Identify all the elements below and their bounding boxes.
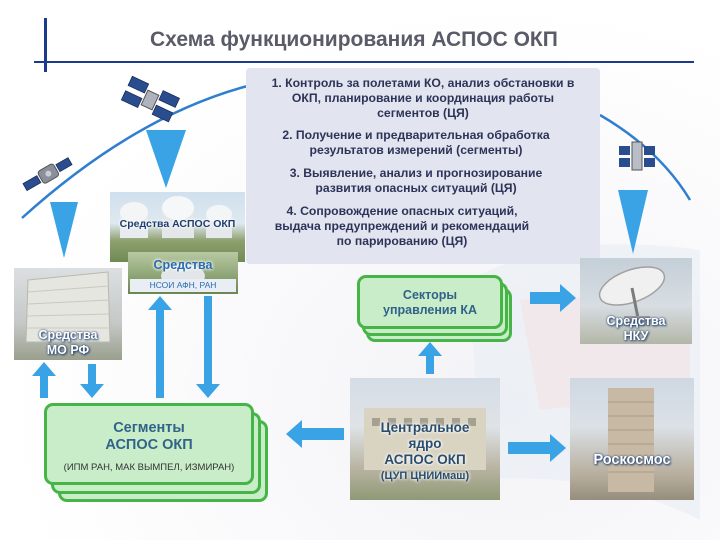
task-1-line-1: 1. Контроль за полетами КО, анализ обста…: [271, 76, 575, 90]
roscosmos-label: Роскосмос: [593, 452, 671, 468]
mo-rf-label-line-1: Средства: [38, 328, 98, 342]
mo-rf-label: Средства МО РФ: [14, 328, 122, 358]
arrow-up-mo-icon: [32, 362, 56, 398]
arrow-up-sectors-icon: [418, 342, 442, 374]
segments-organizations: (ИПМ РАН, МАК ВЫМПЕЛ, ИЗМИРАН): [63, 462, 235, 473]
sectors-label-line-2: управления КА: [383, 303, 477, 317]
header-accent-bar: [44, 18, 47, 72]
arrow-up-nsoi-icon: [148, 296, 172, 398]
arrow-down-nsoi-icon: [196, 296, 220, 398]
nku-label: Средства НКУ: [580, 314, 692, 344]
beam-center-icon: [146, 130, 186, 188]
sredstva-label: Средства: [153, 258, 213, 272]
beam-left-icon: [50, 202, 78, 258]
central-core-photo: Центральное ядро АСПОС ОКП (ЦУП ЦНИИмаш): [350, 378, 500, 500]
arrow-left-segments-icon: [286, 420, 344, 448]
arrow-right-roscosmos-icon: [508, 434, 566, 462]
arrow-down-mo-icon: [80, 364, 104, 398]
nku-photo: Средства НКУ: [580, 258, 692, 344]
aspos-facility-photo: Средства АСПОС ОКП: [110, 192, 245, 262]
antenna-dish-icon: [598, 266, 666, 326]
segments-label-line-2: АСПОС ОКП: [105, 437, 193, 453]
mo-rf-label-line-2: МО РФ: [46, 343, 90, 357]
central-core-line-3: АСПОС ОКП: [384, 452, 466, 467]
nku-label-line-1: Средства: [606, 314, 666, 328]
satellite-left-icon: [22, 157, 73, 192]
sectors-label-line-1: Секторы: [402, 288, 458, 302]
tower-building-icon: [608, 388, 654, 492]
satellite-right-icon: [619, 141, 655, 171]
nku-label-line-2: НКУ: [623, 329, 649, 343]
task-3-line-1: 3. Выявление, анализ и прогнозирование: [289, 166, 543, 180]
radar-building-icon: [25, 271, 111, 343]
segments-box: Сегменты АСПОС ОКП (ИПМ РАН, МАК ВЫМПЕЛ,…: [44, 403, 254, 485]
arrow-right-nku-icon: [530, 284, 576, 312]
central-core-label: Центральное ядро АСПОС ОКП (ЦУП ЦНИИмаш): [350, 420, 500, 484]
sectors-box: Секторы управления КА: [357, 275, 503, 329]
task-3: 3. Выявление, анализ и прогнозирование р…: [246, 166, 586, 196]
aspos-facility-label: Средства АСПОС ОКП: [119, 218, 236, 230]
task-4: 4. Сопровождение опасных ситуаций, выдач…: [232, 204, 572, 249]
task-2: 2. Получение и предварительная обработка…: [246, 128, 586, 158]
task-3-line-2: развития опасных ситуаций (ЦЯ): [315, 181, 517, 195]
beam-right-icon: [618, 190, 648, 254]
tasks-panel: 1. Контроль за полетами КО, анализ обста…: [246, 68, 600, 264]
task-1-line-2: ОКП, планирование и координация работы: [291, 91, 555, 105]
mo-rf-photo: Средства МО РФ: [14, 268, 122, 360]
task-1: 1. Контроль за полетами КО, анализ обста…: [246, 76, 600, 121]
task-2-line-2: результатов измерений (сегменты): [309, 143, 523, 157]
roscosmos-photo: Роскосмос: [570, 378, 694, 500]
task-4-line-2: выдача предупреждений и рекомендаций: [274, 219, 530, 233]
central-core-line-1: Центральное: [380, 420, 470, 435]
central-core-line-4: (ЦУП ЦНИИмаш): [380, 470, 470, 482]
task-2-line-1: 2. Получение и предварительная обработка: [282, 128, 550, 142]
segments-label-line-1: Сегменты: [113, 420, 185, 436]
satellite-center-icon: [120, 75, 180, 123]
task-4-line-3: по парированию (ЦЯ): [336, 234, 468, 248]
building-icon: [364, 408, 486, 470]
nsoi-label: НСОИ АФН, РАН: [130, 279, 236, 292]
task-1-line-3: сегментов (ЦЯ): [377, 106, 469, 120]
task-4-line-1: 4. Сопровождение опасных ситуаций,: [286, 204, 518, 218]
central-core-line-2: ядро: [408, 436, 442, 451]
observatory-domes-icon: [120, 196, 232, 238]
header-divider: [34, 61, 694, 63]
page-title: Схема функционирования АСПОС ОКП: [150, 28, 558, 51]
